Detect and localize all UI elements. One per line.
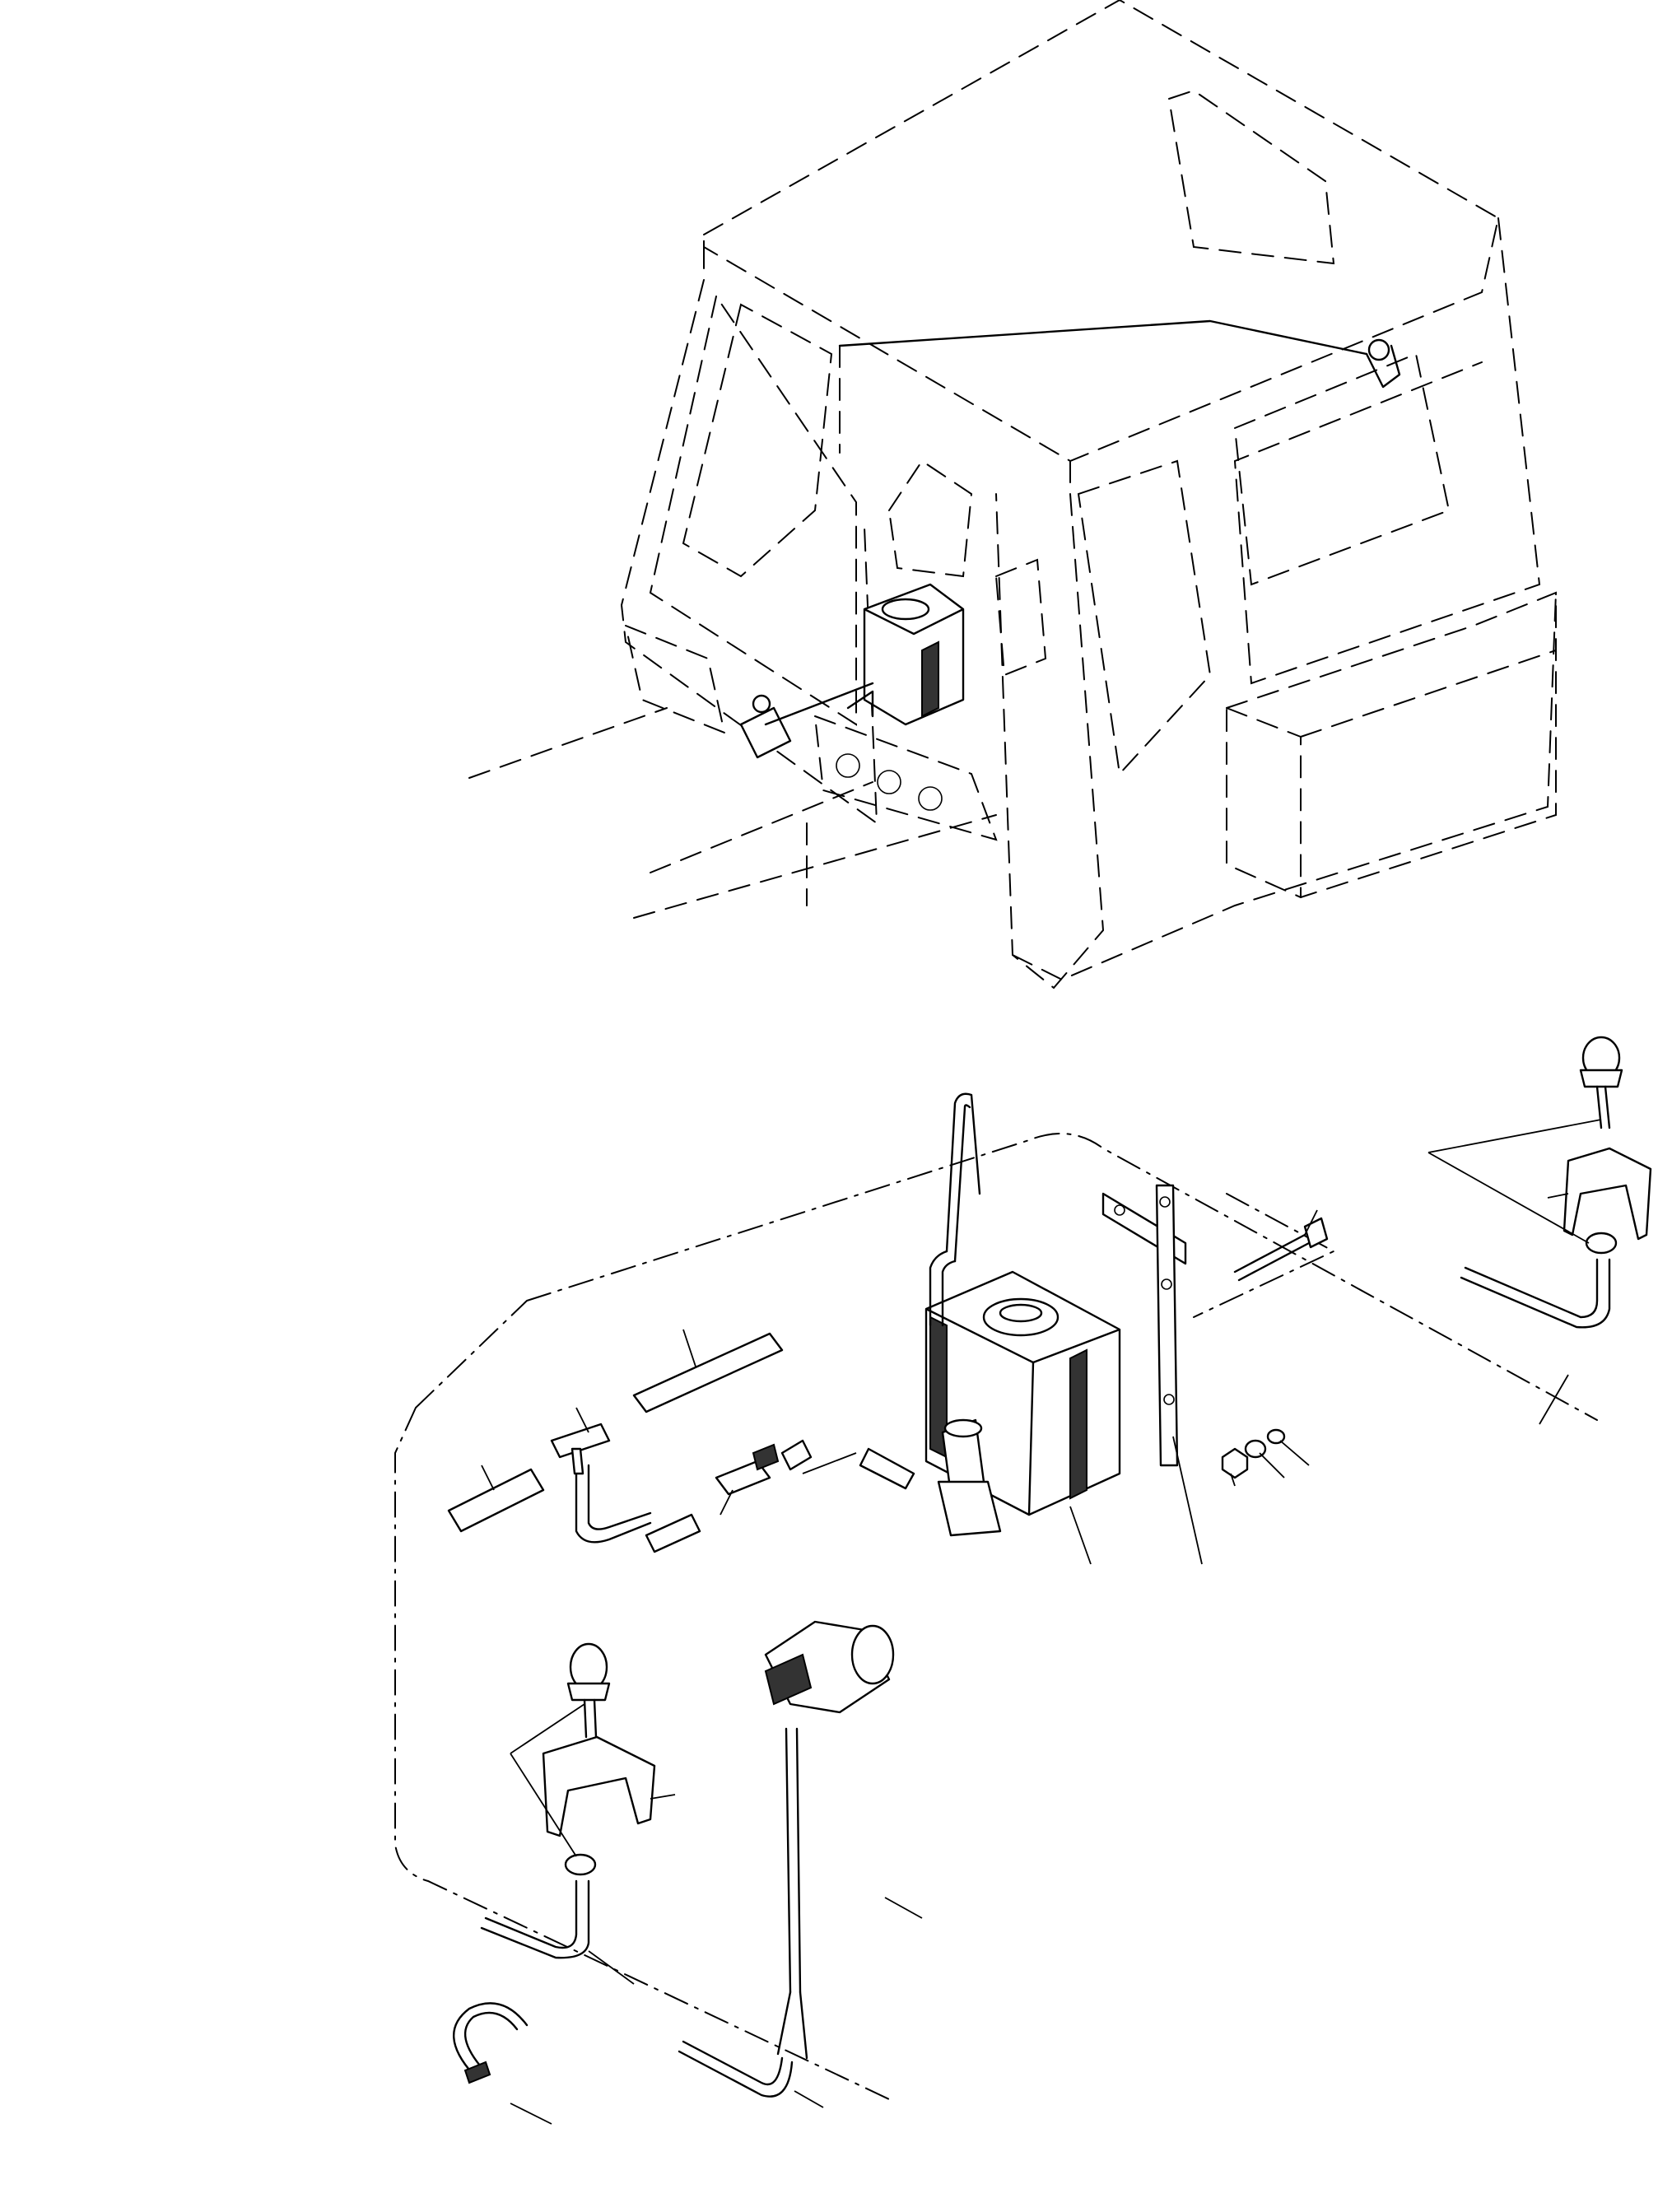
bolt-and-nut-set [1223, 1218, 1327, 1478]
washer-switch-icon [766, 1622, 893, 2058]
washer-nozzle-left-icon [482, 1644, 654, 1958]
washer-nozzle-icon [1461, 1037, 1651, 1327]
washer-hoses [449, 1094, 980, 1552]
washer-tank-icon [926, 1272, 1120, 1535]
tee-connector [552, 1424, 609, 1474]
assembly-boundary [395, 1134, 1597, 2099]
tank-bracket [1103, 1185, 1185, 1465]
callout-leaders [482, 1120, 1601, 2124]
cab-outline-icon [469, 0, 1556, 988]
check-valve [716, 1445, 778, 1494]
band-clamp [454, 2003, 527, 2083]
